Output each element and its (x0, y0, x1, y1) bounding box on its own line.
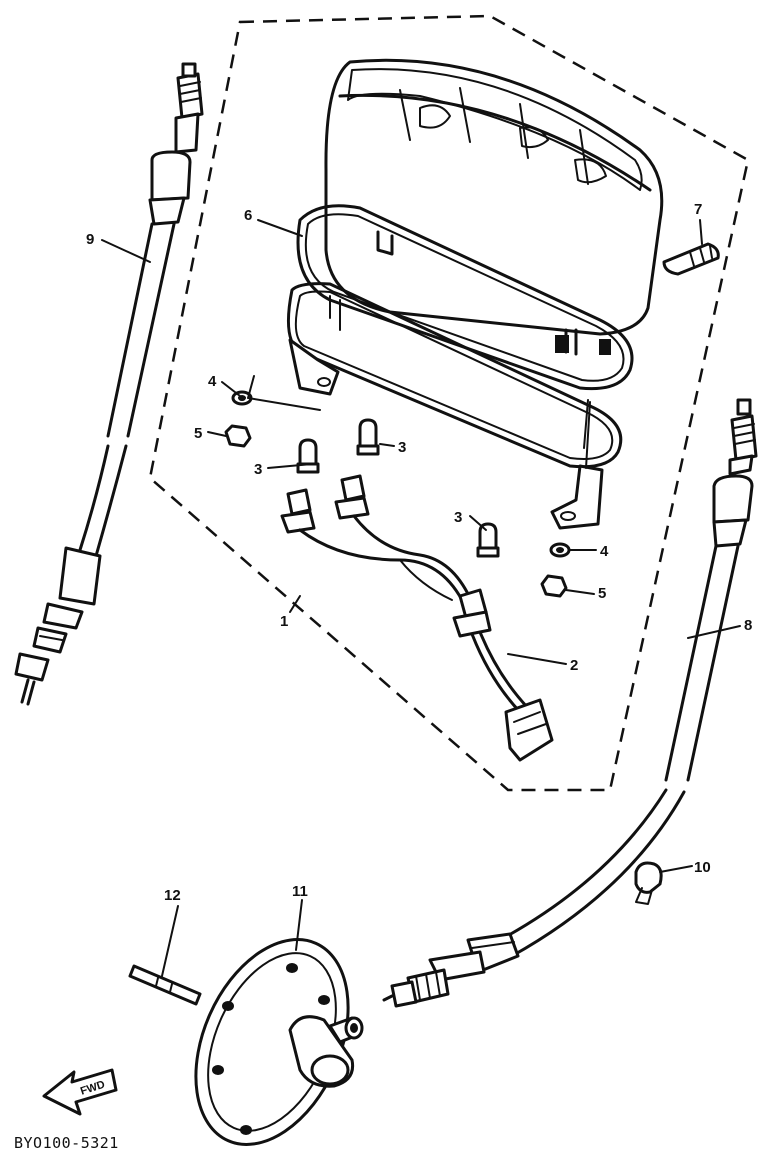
tacho-cable (14, 62, 204, 706)
callout-5-left: 5 (194, 425, 202, 442)
callout-10: 10 (694, 859, 711, 876)
meter-housing (324, 58, 664, 356)
callout-3-center: 3 (398, 439, 406, 456)
gear-pin (128, 964, 202, 1006)
callout-5-right: 5 (598, 585, 606, 602)
callout-12: 12 (164, 887, 181, 904)
callout-1: 1 (280, 613, 288, 630)
reference-code: BYO100-5321 (14, 1134, 119, 1152)
callout-9: 9 (86, 231, 94, 248)
cable-clamp (634, 861, 663, 905)
callout-4-right: 4 (600, 543, 609, 560)
wire-harness (280, 474, 554, 762)
callout-labels: 1 2 3 3 3 4 4 5 5 6 7 8 9 10 11 12 (86, 201, 752, 904)
meter-bracket (286, 282, 623, 530)
reset-knob (662, 242, 720, 276)
forward-arrow: FWD (42, 1068, 118, 1116)
callout-6: 6 (244, 207, 252, 224)
bulb-left (296, 438, 320, 474)
callout-3-left: 3 (254, 461, 262, 478)
callout-3-right: 3 (454, 509, 462, 526)
bulb-right (476, 522, 500, 558)
bulb-center (356, 418, 380, 456)
speedo-cable (382, 398, 758, 1008)
callout-4-left: 4 (208, 373, 217, 390)
callout-8: 8 (744, 617, 752, 634)
callout-11: 11 (292, 883, 308, 900)
leader-lines (101, 219, 741, 977)
callout-7: 7 (694, 201, 702, 218)
meter-gasket (296, 204, 634, 391)
callout-2: 2 (570, 657, 578, 674)
speedometer-gear-unit (194, 938, 364, 1146)
washer-right (549, 542, 571, 558)
nut-right (540, 574, 568, 598)
nut-left (224, 424, 252, 448)
